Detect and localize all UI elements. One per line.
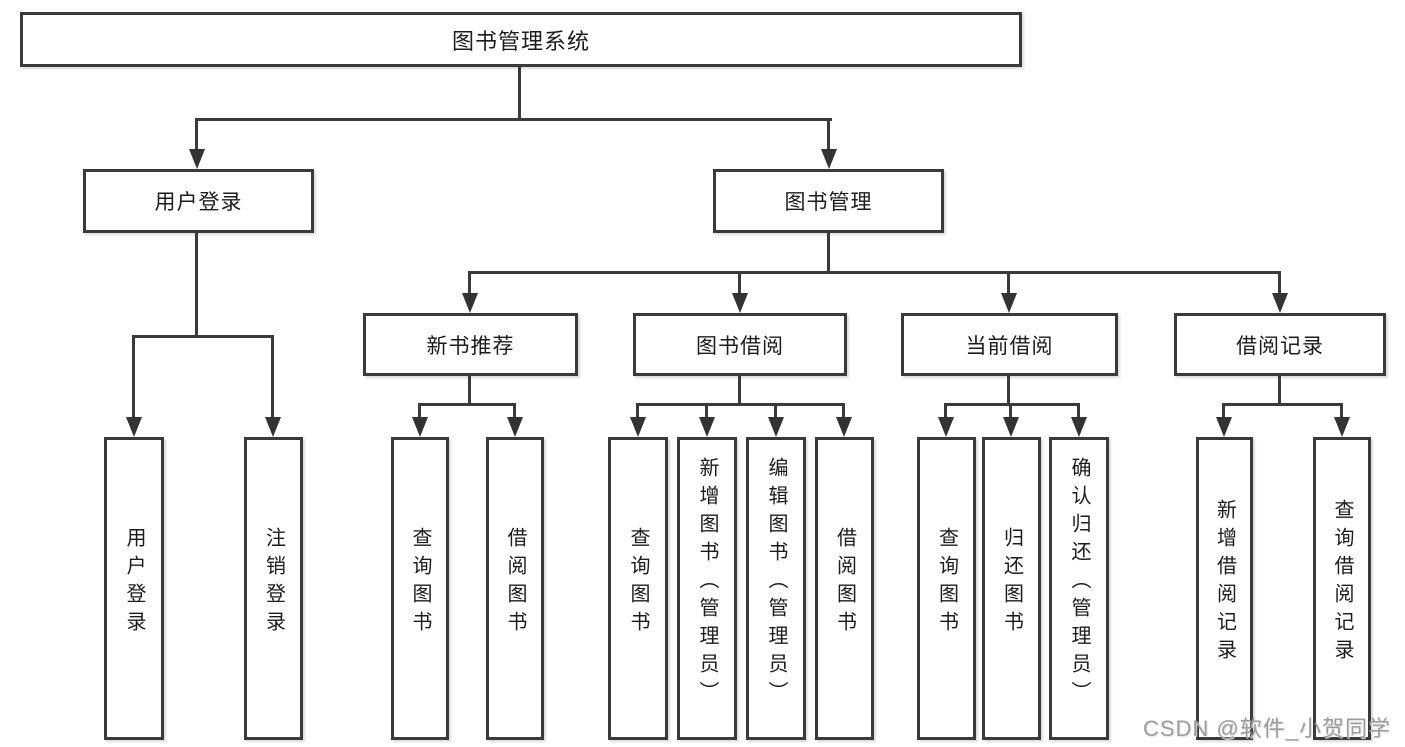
node-label: 新增图书（管理员） bbox=[696, 456, 718, 709]
arrow-down-icon bbox=[699, 417, 715, 437]
arrow-down-icon bbox=[1216, 417, 1232, 437]
connector-line bbox=[468, 271, 471, 296]
connector-line bbox=[195, 118, 832, 121]
node-label: 归还图书 bbox=[1000, 526, 1023, 639]
connector-line bbox=[132, 335, 135, 419]
leaf-return-book: 归还图书 bbox=[982, 437, 1041, 740]
connector-line bbox=[944, 403, 947, 419]
node-label: 查询图书 bbox=[627, 526, 649, 639]
node-label: 用户登录 bbox=[123, 526, 145, 639]
arrow-down-icon bbox=[126, 417, 142, 437]
arrow-down-icon bbox=[1334, 417, 1350, 437]
arrow-down-icon bbox=[1071, 417, 1087, 437]
leaf-confirm-return-admin: 确认归还（管理员） bbox=[1049, 437, 1109, 740]
connector-line bbox=[468, 271, 1281, 274]
connector-line bbox=[774, 403, 777, 419]
connector-line bbox=[705, 403, 708, 419]
node-label: 查询借阅记录 bbox=[1331, 498, 1353, 667]
node-label: 图书管理 bbox=[784, 191, 873, 214]
connector-line bbox=[1340, 403, 1343, 419]
connector-line bbox=[1009, 403, 1012, 419]
connector-line bbox=[842, 403, 845, 419]
connector-line bbox=[418, 403, 421, 419]
leaf-edit-book-admin: 编辑图书（管理员） bbox=[746, 437, 806, 740]
node-book-management: 图书管理 bbox=[713, 169, 944, 233]
connector-line bbox=[518, 67, 521, 121]
connector-line bbox=[132, 335, 274, 338]
node-label: 注销登录 bbox=[262, 526, 285, 639]
arrow-down-icon bbox=[1272, 293, 1288, 313]
arrow-down-icon bbox=[821, 149, 837, 169]
node-label: 新增借阅记录 bbox=[1213, 498, 1236, 667]
connector-line bbox=[1007, 271, 1010, 296]
leaf-query-borrow-record: 查询借阅记录 bbox=[1313, 437, 1371, 740]
node-label: 图书借阅 bbox=[696, 334, 784, 358]
node-label: 图书管理系统 bbox=[451, 28, 590, 54]
node-label: 查询图书 bbox=[935, 526, 958, 639]
node-label: 用户登录 bbox=[154, 191, 243, 214]
arrow-down-icon bbox=[462, 293, 478, 313]
arrow-down-icon bbox=[1001, 293, 1017, 313]
arrow-down-icon bbox=[836, 417, 852, 437]
watermark: CSDN @软件_小贺同学 bbox=[1142, 716, 1391, 741]
connector-line bbox=[195, 233, 198, 337]
connector-line bbox=[1007, 376, 1010, 406]
node-label: 查询图书 bbox=[409, 526, 431, 639]
connector-line bbox=[1077, 403, 1080, 419]
arrow-down-icon bbox=[938, 417, 954, 437]
node-library-management-system: 图书管理系统 bbox=[20, 12, 1022, 67]
connector-line bbox=[1222, 403, 1343, 406]
connector-line bbox=[468, 376, 471, 406]
connector-line bbox=[513, 403, 516, 419]
connector-line bbox=[944, 403, 1080, 406]
connector-line bbox=[827, 233, 830, 274]
connector-line bbox=[636, 403, 845, 406]
node-user-login: 用户登录 bbox=[83, 169, 314, 233]
leaf-query-books-current: 查询图书 bbox=[917, 437, 976, 740]
arrow-down-icon bbox=[630, 417, 646, 437]
leaf-user-login: 用户登录 bbox=[104, 437, 164, 740]
arrow-down-icon bbox=[189, 149, 205, 169]
arrow-down-icon bbox=[768, 417, 784, 437]
connector-line bbox=[738, 271, 741, 296]
connector-line bbox=[1222, 403, 1225, 419]
node-borrowing-records: 借阅记录 bbox=[1174, 313, 1386, 376]
connector-line bbox=[418, 403, 516, 406]
leaf-query-books-borrowing: 查询图书 bbox=[608, 437, 668, 740]
connector-line bbox=[1278, 376, 1281, 406]
node-label: 新书推荐 bbox=[426, 334, 515, 358]
node-new-book-recommend: 新书推荐 bbox=[363, 313, 578, 376]
connector-line bbox=[636, 403, 639, 419]
connector-line bbox=[195, 118, 198, 152]
node-label: 确认归还（管理员） bbox=[1068, 456, 1090, 709]
leaf-add-borrow-record: 新增借阅记录 bbox=[1196, 437, 1253, 740]
leaf-add-book-admin: 新增图书（管理员） bbox=[677, 437, 737, 740]
arrow-down-icon bbox=[732, 293, 748, 313]
node-current-borrowing: 当前借阅 bbox=[901, 313, 1118, 376]
node-label: 借阅图书 bbox=[504, 526, 526, 639]
arrow-down-icon bbox=[507, 417, 523, 437]
leaf-borrow-books-recommend: 借阅图书 bbox=[486, 437, 544, 740]
leaf-query-books-recommend: 查询图书 bbox=[391, 437, 449, 740]
arrow-down-icon bbox=[1003, 417, 1019, 437]
leaf-logout: 注销登录 bbox=[244, 437, 303, 740]
node-label: 借阅记录 bbox=[1236, 334, 1324, 358]
leaf-borrow-books: 借阅图书 bbox=[815, 437, 874, 740]
arrow-down-icon bbox=[412, 417, 428, 437]
node-label: 编辑图书（管理员） bbox=[765, 456, 787, 709]
connector-line bbox=[1278, 271, 1281, 296]
arrow-down-icon bbox=[265, 417, 281, 437]
node-label: 借阅图书 bbox=[833, 526, 856, 639]
node-book-borrowing: 图书借阅 bbox=[633, 313, 847, 376]
connector-line bbox=[738, 376, 741, 406]
connector-line bbox=[827, 118, 830, 152]
node-label: 当前借阅 bbox=[965, 334, 1054, 358]
connector-line bbox=[271, 335, 274, 419]
